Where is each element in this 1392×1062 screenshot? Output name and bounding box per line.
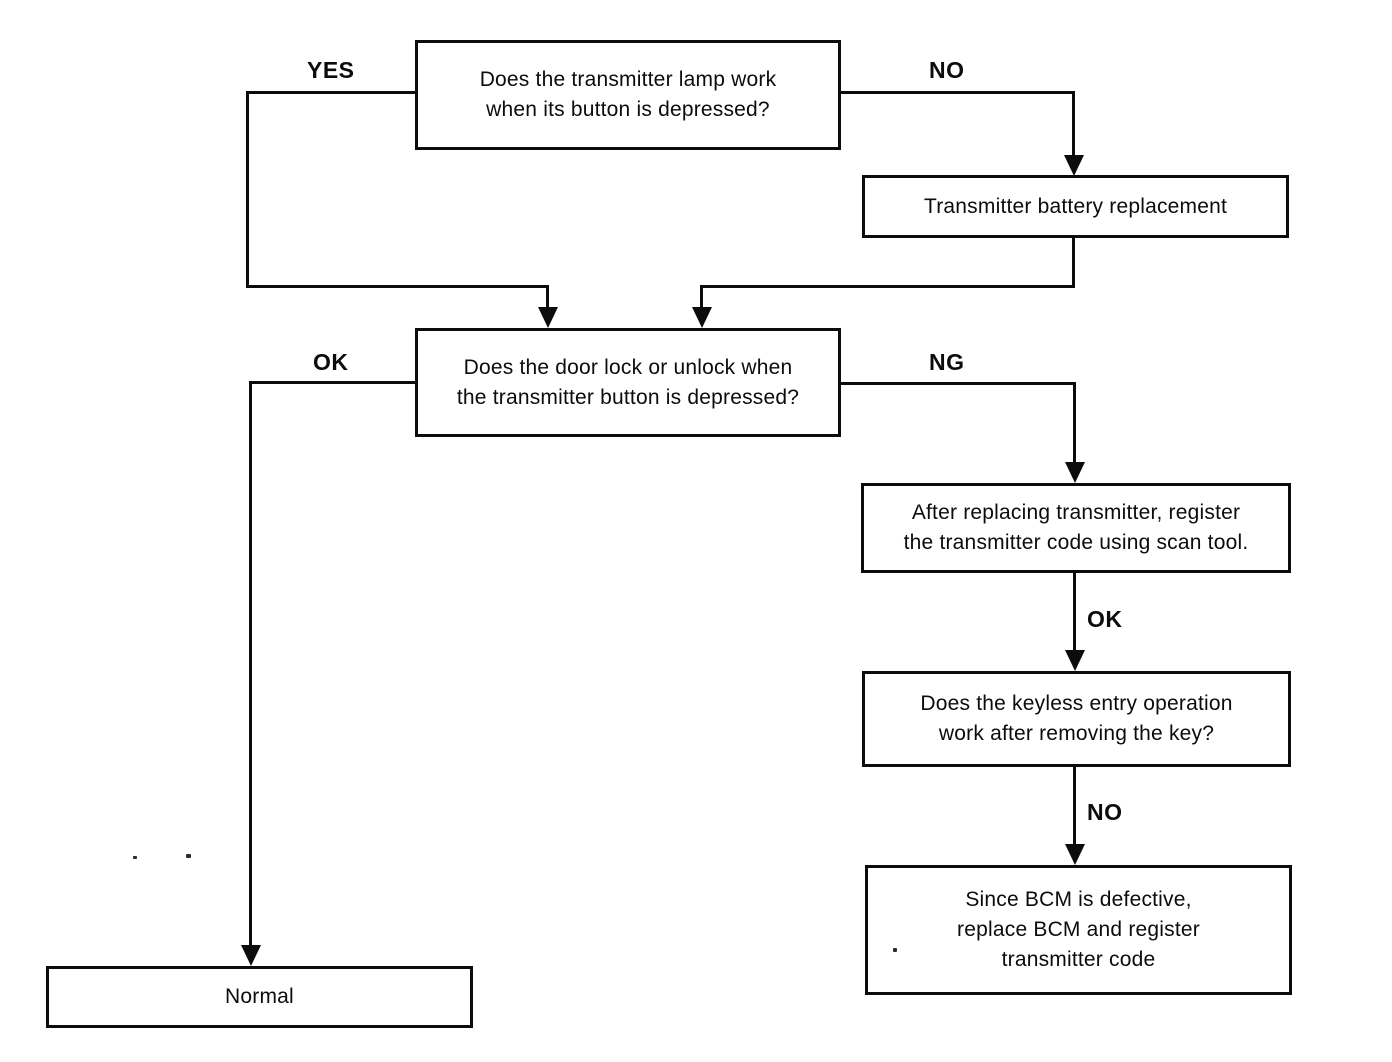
node-text-line: Transmitter battery replacement (923, 194, 1228, 218)
node-text-line: Does the door lock or unlock when (463, 355, 793, 379)
node-text-line: Does the keyless entry operation (920, 692, 1233, 715)
node-text-line: the transmitter code using scan tool. (903, 531, 1249, 554)
node-door-lock-question: Does the door lock or unlock when the tr… (415, 328, 841, 437)
node-text-line: Normal (225, 985, 294, 1008)
edge-merge-right-stub (700, 285, 703, 309)
node-battery-replacement: Transmitter battery replacement (862, 175, 1289, 238)
edge-battery-out-vertical (1072, 236, 1075, 288)
arrow-down-icon (1065, 844, 1085, 865)
edge-ng-horizontal (838, 382, 1076, 385)
node-normal-result: Normal (46, 966, 473, 1028)
edge-label-no: NO (1087, 799, 1123, 825)
edge-label-yes: YES (307, 57, 355, 83)
node-register-transmitter-code: After replacing transmitter, register th… (861, 483, 1291, 573)
edge-yes-horizontal (246, 91, 418, 94)
node-text-line: Does the transmitter lamp work (479, 68, 777, 91)
arrow-down-icon (241, 945, 261, 966)
edge-ok-vertical (249, 381, 252, 946)
edge-label-no: NO (929, 57, 965, 83)
edge-no-vertical (1072, 91, 1075, 157)
edge-label-ok: OK (313, 349, 349, 375)
edge-yes-vertical (246, 91, 249, 288)
edge-ok-horizontal (249, 381, 418, 384)
scan-artifact-dot (133, 856, 137, 859)
node-text-line: transmitter code (1001, 948, 1156, 971)
edge-no-keyless-vertical (1073, 765, 1076, 845)
edge-no-horizontal (838, 91, 1075, 94)
node-text-line: work after removing the key? (938, 722, 1215, 745)
node-text-line: the transmitter button is depressed? (456, 385, 800, 409)
node-text-line: After replacing transmitter, register (911, 501, 1241, 524)
scan-artifact-dot (893, 948, 897, 952)
edge-ng-vertical (1073, 382, 1076, 463)
node-keyless-entry-question: Does the keyless entry operation work af… (862, 671, 1291, 767)
edge-label-ok: OK (1087, 606, 1123, 632)
arrow-down-icon (1065, 650, 1085, 671)
arrow-down-icon (538, 307, 558, 328)
node-text-line: Since BCM is defective, (965, 888, 1192, 911)
arrow-down-icon (1065, 462, 1085, 483)
node-text-line: when its button is depressed? (486, 98, 770, 121)
node-replace-bcm: Since BCM is defective, replace BCM and … (865, 865, 1292, 995)
arrow-down-icon (1064, 155, 1084, 176)
scan-artifact-dot (186, 854, 191, 858)
edge-label-ng: NG (929, 349, 965, 375)
arrow-down-icon (692, 307, 712, 328)
edge-merge-left-horizontal (246, 285, 549, 288)
edge-merge-right-horizontal (700, 285, 1075, 288)
node-text-line: replace BCM and register (957, 918, 1200, 941)
edge-ok-register-vertical (1073, 571, 1076, 651)
node-transmitter-lamp-question: Does the transmitter lamp work when its … (415, 40, 841, 150)
edge-merge-left-stub (546, 285, 549, 309)
